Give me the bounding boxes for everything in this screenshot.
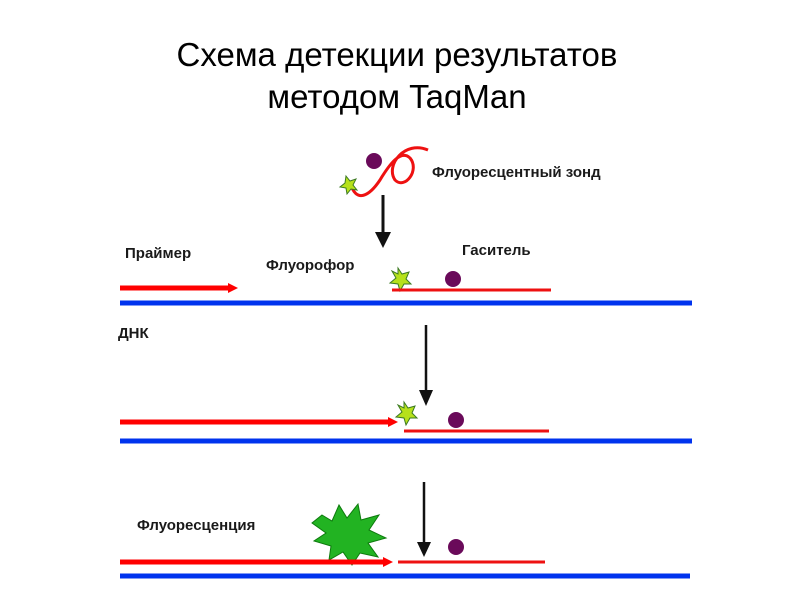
quencher-dot-1 bbox=[445, 271, 461, 287]
slide-title: Схема детекции результатов методом TaqMa… bbox=[0, 34, 794, 118]
label-primer: Праймер bbox=[125, 245, 191, 262]
quencher-dot-3 bbox=[448, 539, 464, 555]
label-quencher: Гаситель bbox=[462, 242, 531, 259]
label-probe: Флуоресцентный зонд bbox=[432, 164, 601, 181]
cleavage-arrowhead-2 bbox=[419, 390, 433, 406]
probe-fluorophore-star bbox=[338, 174, 359, 196]
label-fluorescence: Флуоресценция bbox=[137, 517, 255, 534]
quencher-dot-2 bbox=[448, 412, 464, 428]
label-dna: ДНК bbox=[118, 325, 150, 342]
probe-quencher-dot bbox=[366, 153, 382, 169]
fluorescence-burst bbox=[311, 502, 388, 566]
probe-strand bbox=[348, 146, 429, 197]
cleavage-arrowhead-3 bbox=[417, 542, 431, 557]
title-line-2: методом TaqMan bbox=[267, 78, 527, 115]
title-line-1: Схема детекции результатов bbox=[176, 36, 618, 73]
label-fluorophore: Флуорофор bbox=[266, 257, 354, 274]
fluorophore-star-1 bbox=[388, 266, 413, 293]
fluorophore-star-2 bbox=[394, 400, 419, 427]
cleavage-arrowhead-1 bbox=[375, 232, 391, 248]
